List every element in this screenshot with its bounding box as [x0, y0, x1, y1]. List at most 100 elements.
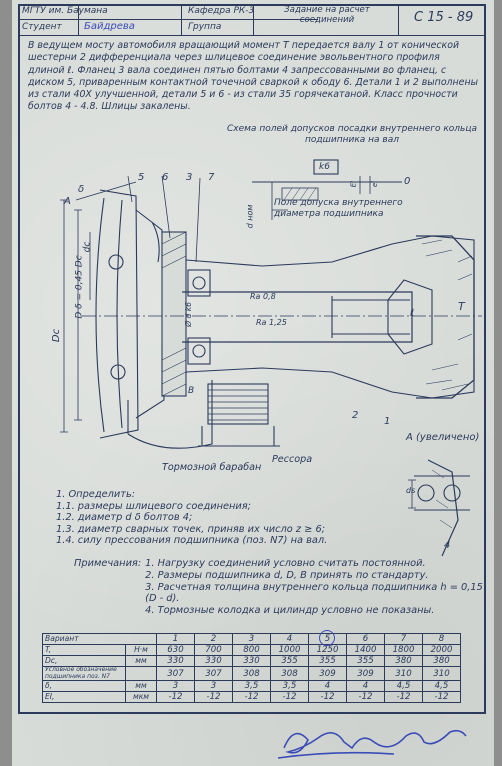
ei-label: EI	[349, 180, 358, 188]
pos-4: 4	[444, 540, 451, 551]
es-label: ei	[371, 180, 380, 188]
value-cell: -12	[156, 691, 195, 704]
task-list: 1. Определить: 1.1. размеры шлицевого со…	[56, 489, 327, 547]
value-cell: 800	[232, 644, 271, 656]
pos-1: 1	[384, 416, 391, 427]
value-cell: 2000	[422, 644, 461, 656]
tolerance-diagram	[252, 159, 402, 220]
delta-label: δ	[78, 184, 85, 195]
student-label: Студент	[22, 22, 62, 32]
roughness-125: Ra 1,25	[256, 318, 287, 327]
pos-5: 5	[138, 172, 145, 183]
task-line: 1.2. диаметр d δ болтов 4;	[56, 512, 193, 524]
value-cell: -12	[270, 691, 309, 704]
value-cell: 1800	[384, 644, 423, 656]
leaf-spring	[207, 383, 269, 425]
task-line: 1.4. силу прессования подшипника (поз. N…	[56, 535, 328, 547]
value-cell: 3	[194, 680, 233, 693]
a-callout: A	[64, 196, 71, 207]
variant-col: 6	[346, 633, 385, 645]
university-name: МГТУ им. Баумана	[22, 6, 108, 16]
student-name: Байдрева	[84, 21, 135, 32]
value-cell: 4	[346, 680, 385, 693]
note-line: 1. Нагрузку соединений условно считать п…	[145, 558, 426, 569]
axle-housing	[185, 235, 475, 399]
value-cell: 307	[194, 665, 233, 682]
pos-b: В	[188, 386, 195, 396]
note-line: 2. Размеры подшипника d, D, B принять по…	[145, 569, 429, 581]
value-cell: 1000	[270, 644, 309, 656]
value-cell: -12	[194, 691, 233, 704]
detail-a-label: А (увеличено)	[406, 432, 480, 443]
value-cell: 308	[270, 665, 309, 682]
sheet-frame	[18, 4, 486, 714]
hatch-housing	[421, 239, 473, 391]
table-header-row: Вариант 1 2 3 4 5 6 7 8	[42, 630, 461, 646]
unit-cell: Н·м	[125, 644, 157, 656]
param-cell: T,	[42, 644, 126, 656]
dc-label: dc	[82, 241, 93, 253]
fit-k6-label: k6	[319, 162, 330, 172]
title-block: МГТУ им. Баумана Студент Байдрева Кафедр…	[18, 4, 486, 36]
value-cell: 355	[308, 655, 347, 667]
value-cell: 309	[346, 665, 385, 682]
value-cell: 3,5	[232, 680, 271, 693]
wheel-rim	[95, 189, 139, 439]
variant-col-selected: 5	[308, 630, 347, 646]
variant-header: Вариант	[42, 633, 157, 645]
brake-drum	[127, 380, 213, 449]
value-cell: -12	[422, 691, 461, 704]
department: Кафедра РК-3	[188, 6, 255, 16]
variant-col: 8	[422, 633, 461, 645]
flange	[161, 231, 187, 397]
task-line: 1.1. размеры шлицевого соединения;	[56, 500, 251, 512]
detail-a	[408, 459, 470, 557]
value-cell: 700	[194, 644, 233, 656]
bearing	[187, 269, 211, 297]
note-line: 4. Тормозные колодка и цилиндр условно н…	[145, 605, 435, 617]
task-line: 1. Определить:	[56, 489, 136, 500]
value-cell: -12	[346, 691, 385, 704]
value-cell: 310	[384, 665, 423, 682]
value-cell: 3	[156, 680, 195, 693]
value-cell: 307	[156, 665, 195, 682]
wheel-disc	[135, 209, 165, 419]
value-cell: 380	[384, 655, 423, 667]
value-cell: 330	[194, 655, 233, 667]
value-cell: 4,5	[422, 680, 461, 693]
spring-label: Рессора	[272, 454, 313, 465]
unit-cell: мкм	[125, 691, 157, 704]
value-cell: -12	[384, 691, 423, 704]
hatch-flange	[161, 231, 187, 397]
value-cell: 355	[346, 655, 385, 667]
value-cell: 309	[308, 665, 347, 682]
unit-cell	[125, 665, 157, 682]
d-nom-label: d ном	[245, 204, 255, 229]
k6-field	[313, 159, 339, 175]
spline-length-label: ℓ	[410, 308, 415, 319]
bolt-bottom	[110, 364, 126, 380]
value-cell: 630	[156, 644, 195, 656]
notes-label: Примечания:	[74, 558, 142, 569]
value-cell: 308	[232, 665, 271, 682]
variant-col: 3	[232, 633, 271, 645]
param-cell: EI,	[42, 691, 126, 704]
value-cell: 1250	[308, 644, 347, 656]
variant-col: 7	[384, 633, 423, 645]
ds-label: ds	[406, 486, 416, 495]
value-cell: 1400	[346, 644, 385, 656]
table-row: EI,мкм-12-12-12-12-12-12-12-12	[42, 691, 461, 704]
value-cell: 330	[232, 655, 271, 667]
value-cell: 380	[422, 655, 461, 667]
shaft-fit-label: Ø d k6	[183, 302, 193, 327]
param-cell: δ,	[42, 680, 126, 693]
value-cell: 355	[270, 655, 309, 667]
group-label: Группа	[188, 22, 222, 32]
unit-cell: мм	[125, 680, 157, 693]
note-line: 3. Расчетная толщина внутреннего кольца …	[145, 581, 483, 605]
shaft	[182, 291, 413, 343]
assembly-drawing	[60, 159, 482, 557]
dim-Dd	[74, 209, 82, 421]
